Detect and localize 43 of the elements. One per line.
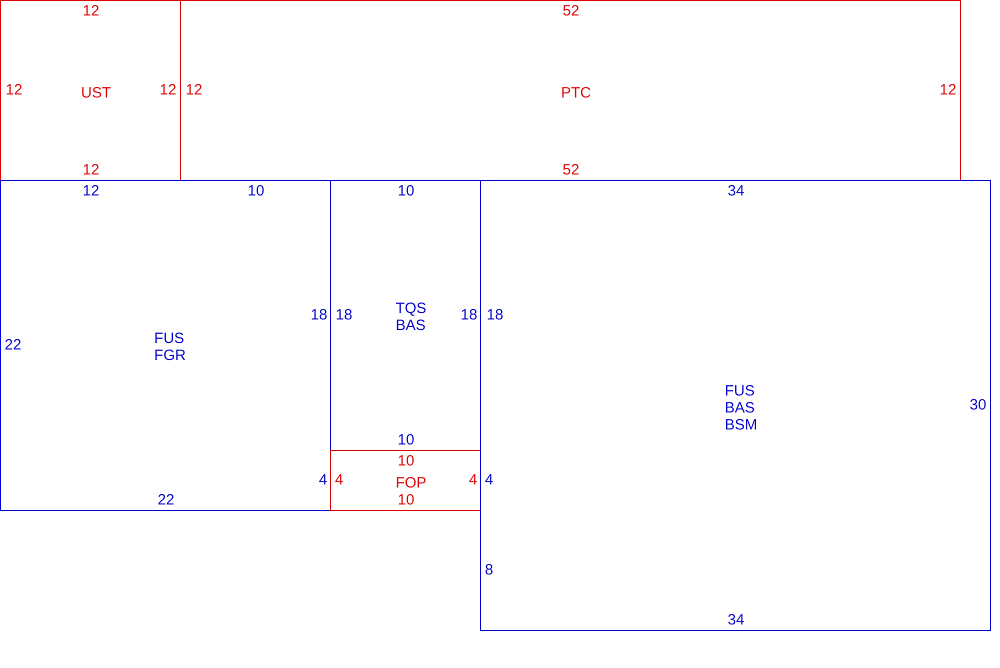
room-code: FGR — [154, 347, 186, 364]
dimension-value: 12 — [82, 182, 100, 200]
dimension-value: 12 — [82, 162, 100, 178]
room-code: PTC — [561, 84, 591, 102]
room-code: BAS — [396, 317, 426, 334]
dimension-value: 10 — [248, 182, 264, 200]
dimension-value: 12 — [82, 2, 100, 20]
dimension-value: 22 — [158, 492, 174, 508]
room-code: BSM — [724, 416, 758, 434]
dimension-value: 4 — [318, 472, 328, 488]
dimension-value: 18 — [310, 306, 328, 324]
dimension-value: 30 — [970, 396, 986, 414]
dimension-value: 52 — [562, 2, 580, 20]
dimension-value: 10 — [398, 182, 414, 200]
room-code: FOP — [396, 474, 426, 492]
room-code: BAS — [724, 400, 755, 416]
dimension-value: 12 — [160, 82, 176, 98]
dimension-value: 4 — [334, 472, 344, 488]
dimension-value: 10 — [398, 432, 414, 448]
room-outline — [330, 450, 481, 511]
dimension-value: 4 — [468, 472, 478, 488]
room-outline — [0, 180, 331, 511]
dimension-value: 10 — [398, 452, 414, 470]
room-outline — [480, 180, 991, 631]
dimension-value: 22 — [4, 336, 22, 354]
dimension-value: 10 — [398, 492, 414, 508]
room-code: FUS — [154, 330, 184, 347]
dimension-value: 12 — [186, 82, 202, 98]
dimension-value: 8 — [484, 562, 494, 578]
room-code: TQS — [396, 300, 426, 317]
dimension-value: 18 — [486, 306, 504, 324]
dimension-value: 18 — [460, 306, 478, 324]
dimension-value: 52 — [562, 162, 580, 178]
room-code: UST — [81, 84, 111, 102]
dimension-value: 34 — [728, 182, 744, 200]
dimension-value: 34 — [728, 612, 744, 628]
dimension-value: 4 — [484, 472, 494, 488]
dimension-value: 12 — [940, 82, 956, 98]
dimension-value: 12 — [6, 82, 22, 98]
room-code: FUS — [724, 382, 755, 400]
dimension-value: 18 — [336, 306, 352, 324]
room-outline — [0, 0, 181, 181]
room-outline — [180, 0, 961, 181]
